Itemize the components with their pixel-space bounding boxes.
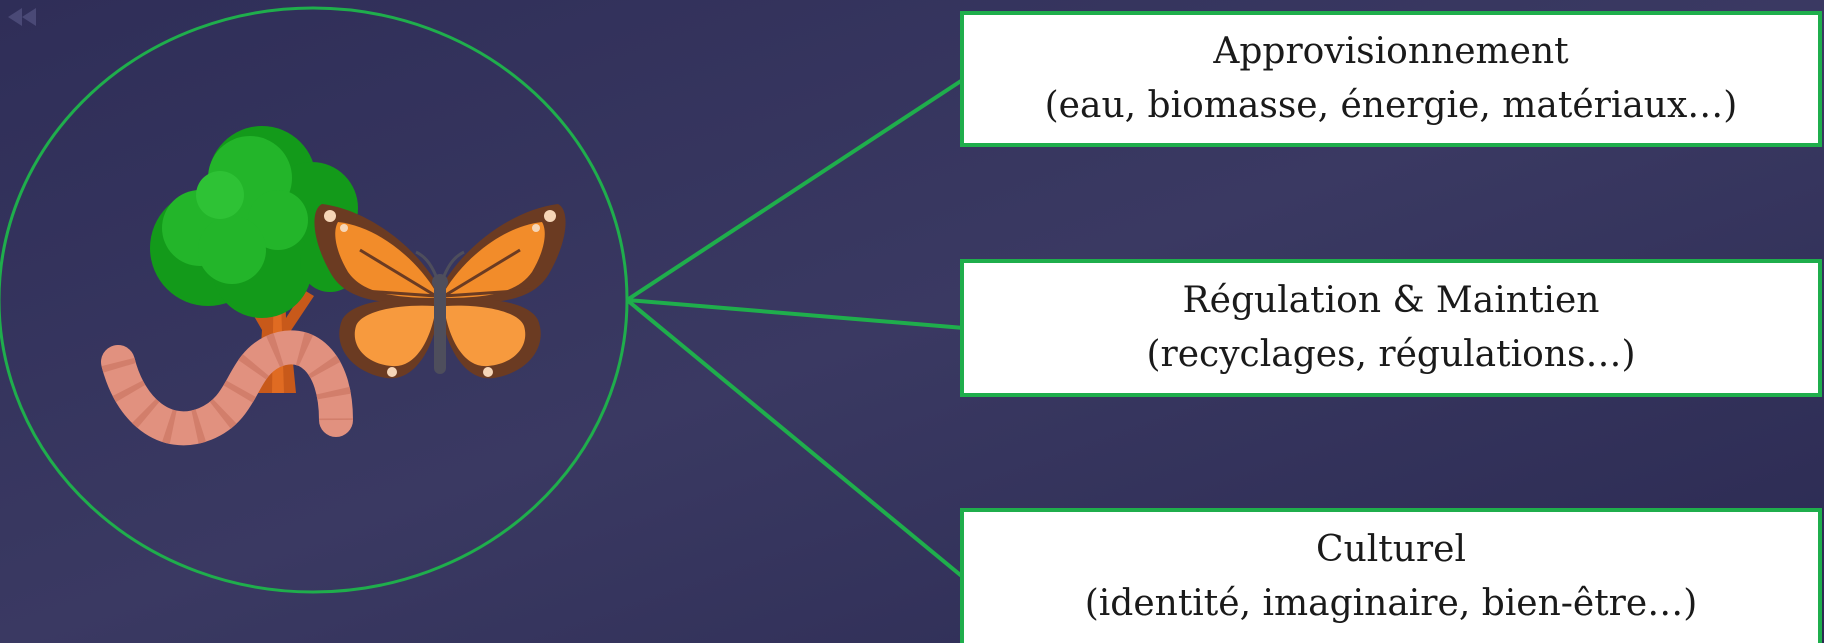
service-box-cultural: Culturel (identité, imaginaire, bien-êtr… bbox=[960, 508, 1822, 643]
service-detail-regulation: (recyclages, régulations…) bbox=[1146, 334, 1636, 375]
connector-regulation bbox=[626, 298, 965, 330]
tree-icon bbox=[150, 126, 360, 393]
service-box-regulation: Régulation & Maintien (recyclages, régul… bbox=[960, 259, 1822, 397]
connector-cultural bbox=[625, 298, 966, 580]
connector-provisioning bbox=[625, 77, 966, 302]
service-title-provisioning: Approvisionnement bbox=[1213, 31, 1569, 72]
ecosystem-circle bbox=[0, 6, 629, 594]
service-title-regulation: Régulation & Maintien bbox=[1182, 280, 1600, 321]
service-title-cultural: Culturel bbox=[1316, 529, 1466, 570]
earthworm-icon bbox=[101, 330, 353, 446]
service-detail-provisioning: (eau, biomasse, énergie, matériaux…) bbox=[1044, 85, 1738, 126]
connector-lines bbox=[625, 77, 966, 580]
service-detail-cultural: (identité, imaginaire, bien-être…) bbox=[1084, 583, 1698, 624]
butterfly-icon bbox=[314, 204, 566, 379]
nav-arrows-icon bbox=[8, 8, 36, 26]
service-box-provisioning: Approvisionnement (eau, biomasse, énergi… bbox=[960, 11, 1822, 147]
